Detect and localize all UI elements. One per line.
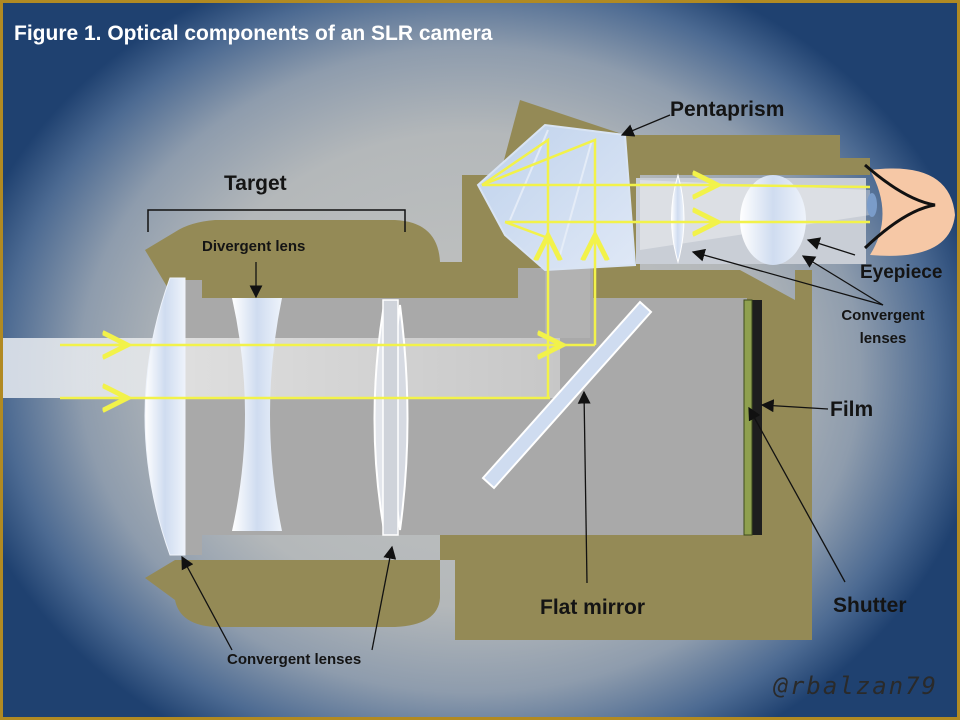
- label-film: Film: [830, 398, 874, 421]
- film: [743, 299, 753, 536]
- label-convergent-lenses-right-2: lenses: [859, 330, 907, 347]
- eyepiece-large-lens: [740, 175, 806, 265]
- label-convergent-lenses-bottom: Convergent lenses: [227, 651, 362, 668]
- label-convergent-lenses-right-1: Convergent: [841, 307, 925, 324]
- flat-mirror: [481, 300, 653, 490]
- label-pentaprism: Pentaprism: [670, 98, 785, 121]
- divergent-lens: [232, 298, 282, 531]
- incoming-light-beam: [0, 338, 560, 398]
- lens-barrel: [145, 220, 440, 300]
- eyepiece-small-lens: [671, 173, 685, 264]
- target-bracket: [147, 209, 406, 232]
- eye: [863, 163, 955, 256]
- body-side: [440, 270, 812, 640]
- lens-barrel-bottom: [145, 560, 440, 627]
- label-divergent-lens: Divergent lens: [202, 238, 306, 255]
- middle-convergent-lenses: [373, 299, 409, 536]
- light-rays: [60, 137, 871, 398]
- front-convergent-lens: [144, 277, 186, 556]
- label-flat-mirror: Flat mirror: [540, 596, 646, 619]
- label-target: Target: [224, 172, 287, 195]
- figure-title: Figure 1. Optical components of an SLR c…: [14, 22, 493, 45]
- label-eyepiece: Eyepiece: [860, 262, 943, 283]
- author-signature: @rbalzan79: [773, 672, 938, 700]
- leader-lines: [181, 114, 884, 651]
- label-shutter: Shutter: [833, 594, 907, 617]
